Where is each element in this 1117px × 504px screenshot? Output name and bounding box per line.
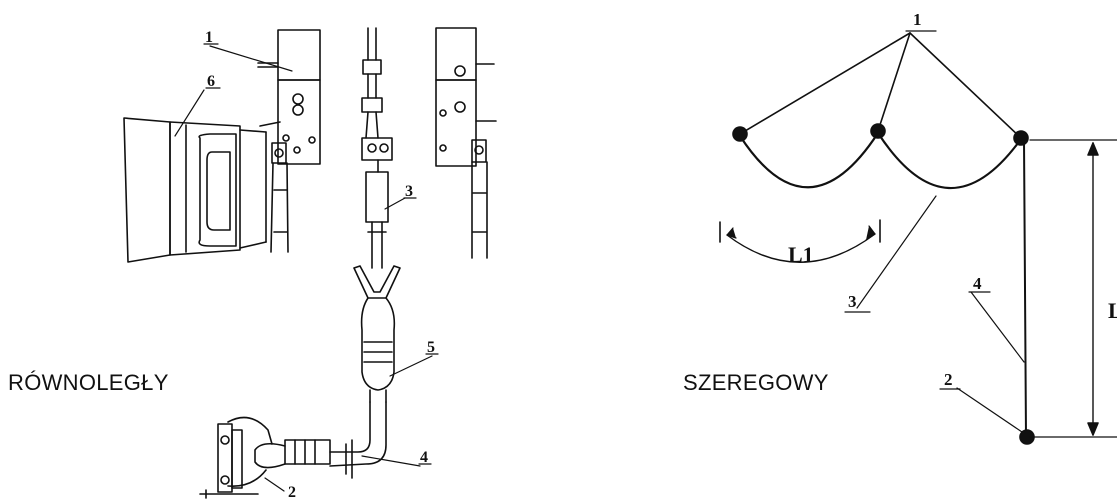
node-middle	[870, 123, 886, 139]
series-connection-drawing	[719, 30, 1117, 445]
cable-sag-1	[738, 131, 880, 189]
callout-series-4: 4	[973, 274, 982, 293]
callout-series-2: 2	[944, 370, 953, 389]
dimension-l1-label: L1	[788, 242, 814, 267]
callout-parallel-6: 6	[207, 73, 215, 90]
callout-parallel-1: 1	[205, 29, 213, 46]
node-right	[1013, 130, 1029, 146]
y-splitter-plug	[353, 265, 401, 403]
callout-parallel-4: 4	[420, 449, 428, 466]
series-leader-lines	[844, 195, 1025, 433]
series-callouts: 1 3 4 2 L1 L	[788, 10, 1117, 389]
clamp-connector	[199, 416, 331, 499]
vertical-drop-cable	[1023, 139, 1027, 438]
suspension-line-left	[739, 32, 911, 135]
parallel-leader-lines	[174, 45, 433, 492]
callout-parallel-3: 3	[405, 183, 413, 200]
node-left	[732, 126, 748, 142]
right-socket-box	[435, 27, 497, 259]
callout-series-3: 3	[848, 292, 857, 311]
parallel-connection-drawing	[123, 27, 497, 499]
left-socket-box	[257, 29, 321, 253]
parallel-mode-label: RÓWNOLEGŁY	[8, 370, 169, 395]
bent-tube	[329, 401, 387, 479]
series-mode-label: SZEREGOWY	[683, 370, 829, 395]
dimension-l1	[719, 219, 881, 263]
callout-parallel-5: 5	[427, 339, 435, 356]
central-harness	[361, 27, 393, 269]
parallel-callouts: 1 6 3 5 4 2	[205, 29, 435, 501]
suspension-line-right	[909, 32, 1022, 139]
housing-body	[123, 117, 267, 263]
cable-sag-2	[876, 131, 1023, 190]
callout-parallel-2: 2	[288, 484, 296, 499]
dimension-l-label: L	[1108, 298, 1117, 323]
callout-series-1: 1	[913, 10, 922, 29]
suspension-line-middle	[877, 32, 911, 132]
dimension-l	[1029, 139, 1117, 438]
